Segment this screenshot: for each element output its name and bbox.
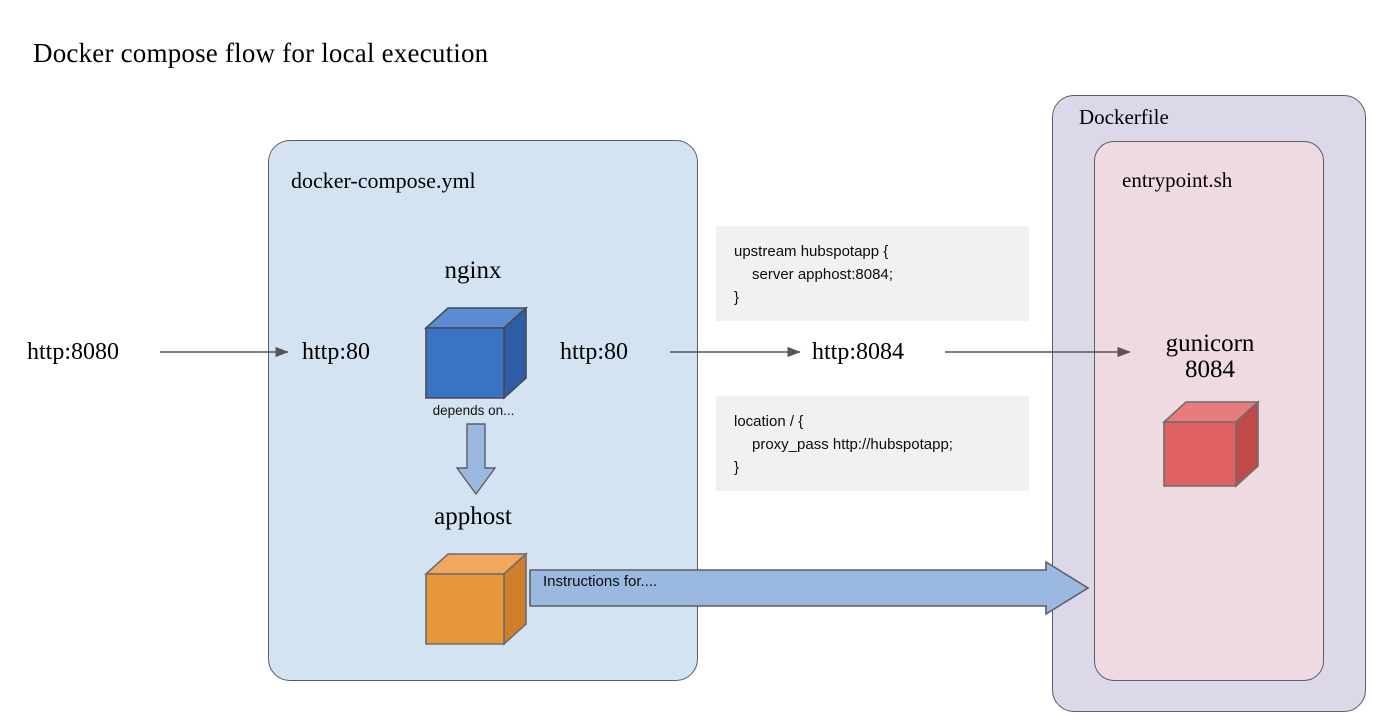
code-block-upstream: upstream hubspotapp { server apphost:808… bbox=[716, 226, 1029, 321]
code-upstream-line-1: upstream hubspotapp { bbox=[734, 243, 889, 260]
service-name-nginx: nginx bbox=[444, 257, 502, 284]
service-name-gunicorn-text: gunicorn bbox=[1165, 330, 1255, 357]
code-location-line-1: location / { bbox=[734, 413, 804, 430]
page-title: Docker compose flow for local execution bbox=[33, 38, 489, 68]
container-dockerfile-label: Dockerfile bbox=[1079, 105, 1169, 129]
code-upstream-line-2: server apphost:8084; bbox=[752, 265, 893, 283]
service-name-gunicorn: gunicorn 8084 bbox=[1130, 330, 1290, 384]
service-name-gunicorn-port: 8084 bbox=[1185, 356, 1235, 384]
label-depends-on: depends on... bbox=[432, 403, 515, 418]
label-instructions-for: Instructions for.... bbox=[543, 573, 658, 590]
label-http-80-in: http:80 bbox=[302, 339, 371, 365]
container-entrypoint-sh-label: entrypoint.sh bbox=[1122, 168, 1233, 192]
code-location-line-3: } bbox=[734, 458, 740, 476]
depends-on-block-arrow bbox=[455, 423, 497, 496]
apphost-cube-icon bbox=[423, 552, 529, 646]
label-http-80-out: http:80 bbox=[560, 339, 629, 365]
container-docker-compose-label: docker-compose.yml bbox=[291, 168, 476, 193]
code-location-line-2: proxy_pass http://hubspotapp; bbox=[752, 435, 953, 453]
label-http-8084: http:8084 bbox=[812, 339, 905, 365]
service-name-apphost: apphost bbox=[434, 503, 512, 530]
label-http-8080: http:8080 bbox=[27, 339, 120, 365]
code-upstream-line-3: } bbox=[734, 288, 740, 306]
gunicorn-cube-icon bbox=[1161, 400, 1261, 488]
instructions-block-arrow bbox=[529, 560, 1090, 616]
nginx-cube-icon bbox=[423, 306, 529, 400]
code-block-location: location / { proxy_pass http://hubspotap… bbox=[716, 396, 1029, 491]
